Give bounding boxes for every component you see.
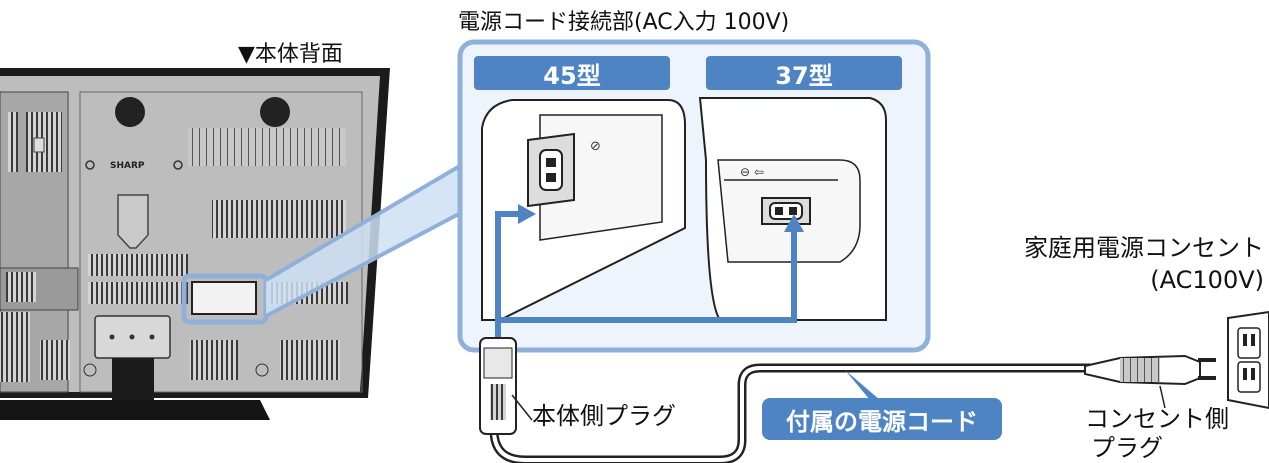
power-cord (489, 363, 1092, 463)
outlet-plug-leader (1159, 385, 1166, 409)
outlet-side-plug (1084, 354, 1216, 386)
outlet-plug-label-line2: プラグ (1091, 433, 1163, 462)
tv-side-plug (479, 337, 517, 435)
inlet-45-illustration: ⊘ (481, 99, 686, 321)
power-section-title: 電源コード接続部(AC入力 100V) (458, 10, 790, 35)
brand-logo: SHARP (110, 161, 145, 171)
inlet-37-illustration: ⊖ ⇦ (698, 97, 887, 321)
outlet-label-line1: 家庭用電源コンセント (1024, 234, 1264, 262)
tv-plug-label: 本体側プラグ (532, 402, 676, 430)
outlet-label-line2: (AC100V) (1150, 266, 1264, 295)
supplied-cord-badge: 付属の電源コード (762, 398, 1002, 440)
tv-rear-body (0, 68, 390, 398)
connection-arrows (495, 204, 804, 345)
tv-plug-leader (511, 394, 533, 421)
model-37-badge: 37型 (706, 56, 902, 90)
model-45-badge: 45型 (474, 56, 670, 90)
svg-text:⊘: ⊘ (590, 139, 601, 154)
outlet-label: 家庭用電源コンセント (AC100V) (1010, 232, 1264, 297)
callout-connector (264, 158, 472, 318)
svg-text:⊖ ⇦: ⊖ ⇦ (740, 165, 764, 179)
rear-view-label: ▼本体背面 (238, 42, 343, 67)
outlet-plug-label-line1: コンセント側 (1085, 405, 1229, 433)
tv-stand (0, 315, 270, 420)
wall-outlet (1227, 310, 1269, 410)
outlet-plug-label: コンセント側 プラグ (1085, 405, 1229, 463)
cord-label-pointer (845, 370, 880, 400)
